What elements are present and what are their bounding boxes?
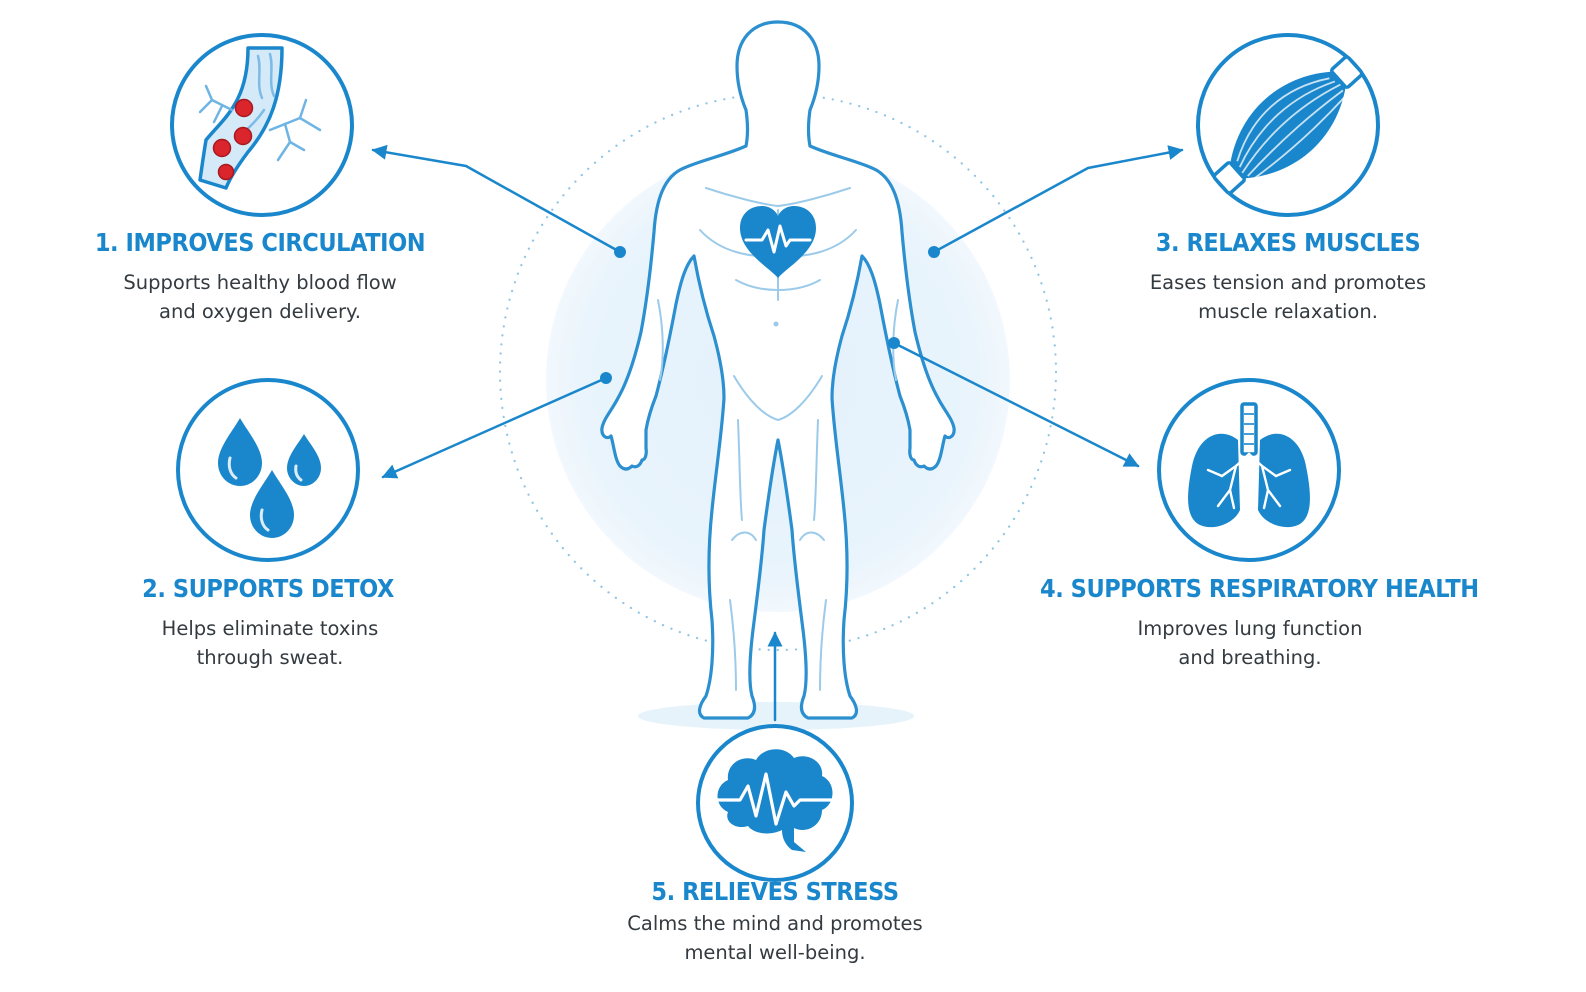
benefit-desc-muscles: Eases tension and promotes muscle relaxa… [1088,268,1488,326]
benefit-desc-line: muscle relaxation. [1198,300,1378,323]
benefit-desc-line: through sweat. [196,646,344,669]
benefit-desc-detox: Helps eliminate toxins through sweat. [70,614,470,672]
blood-vessel-icon [198,46,322,190]
benefit-title-stress: 5. RELIEVES STRESS [651,877,899,906]
arrow-circulation [371,144,622,254]
benefit-desc-circulation: Supports healthy blood flow and oxygen d… [60,268,460,326]
benefit-title-muscles: 3. RELAXES MUSCLES [1155,228,1421,257]
connector-arrows [371,144,1184,722]
benefit-desc-line: Calms the mind and promotes [627,912,923,935]
benefit-title-circulation: 1. IMPROVES CIRCULATION [94,228,426,257]
arrow-respiratory [892,341,1140,468]
brain-pulse-icon [716,749,834,852]
benefit-desc-line: Improves lung function [1137,617,1363,640]
arrow-detox [381,376,608,479]
benefit-desc-line: Eases tension and promotes [1149,271,1427,294]
lungs-icon [1188,402,1310,528]
muscle-icon [1212,55,1364,195]
benefit-title-detox: 2. SUPPORTS DETOX [142,574,394,603]
benefit-desc-line: Helps eliminate toxins [161,617,379,640]
arrow-muscles [932,145,1184,254]
heart-pulse-icon [740,206,816,278]
connector-dots [600,246,940,384]
water-drops-icon [218,418,321,538]
benefit-desc-line: and breathing. [1178,646,1322,669]
benefit-desc-stress: Calms the mind and promotes mental well-… [575,909,975,967]
human-body-figure [600,20,956,720]
benefit-desc-respiratory: Improves lung function and breathing. [1050,614,1450,672]
benefit-title-respiratory: 4. SUPPORTS RESPIRATORY HEALTH [1040,574,1479,603]
benefit-desc-line: mental well-being. [684,941,866,964]
benefit-desc-line: Supports healthy blood flow [123,271,397,294]
benefit-desc-line: and oxygen delivery. [159,300,361,323]
